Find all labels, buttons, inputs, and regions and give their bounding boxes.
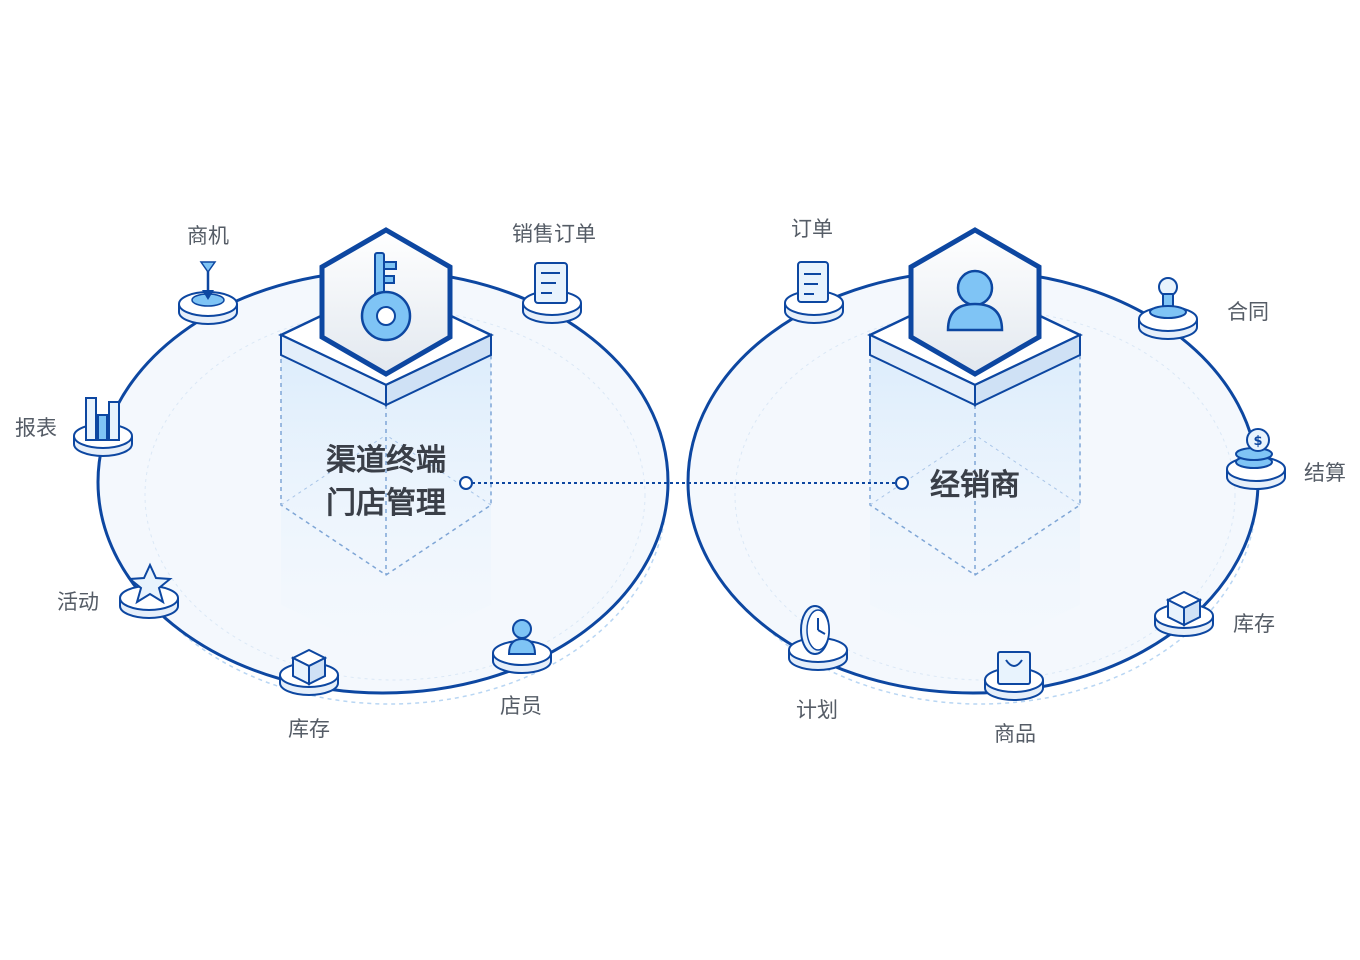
box-icon [1165, 590, 1203, 627]
shopping-bag-icon [997, 651, 1031, 685]
node-inventory-right[interactable] [1154, 590, 1214, 637]
bar-chart-icon [85, 397, 120, 441]
node-settlement[interactable]: $ [1226, 428, 1286, 490]
left-hexagon-emblem [319, 227, 453, 377]
left-title-line1: 渠道终端 [326, 443, 446, 478]
document-icon [534, 262, 568, 304]
node-order[interactable] [784, 261, 844, 324]
label-settlement: 结算 [1304, 461, 1346, 485]
label-inventory-left: 库存 [288, 717, 330, 741]
clock-icon [800, 605, 830, 655]
label-staff: 店员 [500, 694, 542, 718]
node-opportunity[interactable] [178, 261, 238, 325]
label-opportunity: 商机 [187, 224, 229, 248]
right-hexagon-emblem [908, 227, 1042, 377]
node-staff[interactable] [492, 619, 552, 674]
right-title: 经销商 [930, 468, 1020, 503]
box-icon [290, 648, 328, 686]
svg-text:$: $ [1253, 434, 1262, 449]
order-document-icon [797, 261, 829, 303]
stamp-icon [1149, 277, 1187, 319]
staff-icon [507, 619, 537, 655]
star-icon [127, 562, 173, 605]
label-contract: 合同 [1227, 300, 1269, 324]
label-inventory-right: 库存 [1233, 612, 1275, 636]
label-order: 订单 [791, 217, 833, 241]
node-report[interactable] [73, 397, 133, 457]
left-title-line2: 门店管理 [326, 486, 446, 521]
node-activity[interactable] [119, 562, 179, 619]
person-icon [946, 269, 1004, 332]
connector-line [459, 476, 909, 490]
node-sales-order[interactable] [522, 262, 582, 324]
node-inventory-left[interactable] [279, 648, 339, 696]
key-icon [360, 252, 412, 342]
node-product[interactable] [984, 651, 1044, 701]
label-report: 报表 [15, 416, 57, 440]
node-contract[interactable] [1138, 277, 1198, 340]
label-sales-order: 销售订单 [512, 222, 596, 246]
label-product: 商品 [994, 722, 1036, 746]
label-activity: 活动 [57, 590, 99, 614]
coins-icon: $ [1235, 428, 1273, 469]
node-plan[interactable] [788, 605, 848, 671]
label-plan: 计划 [796, 698, 838, 722]
